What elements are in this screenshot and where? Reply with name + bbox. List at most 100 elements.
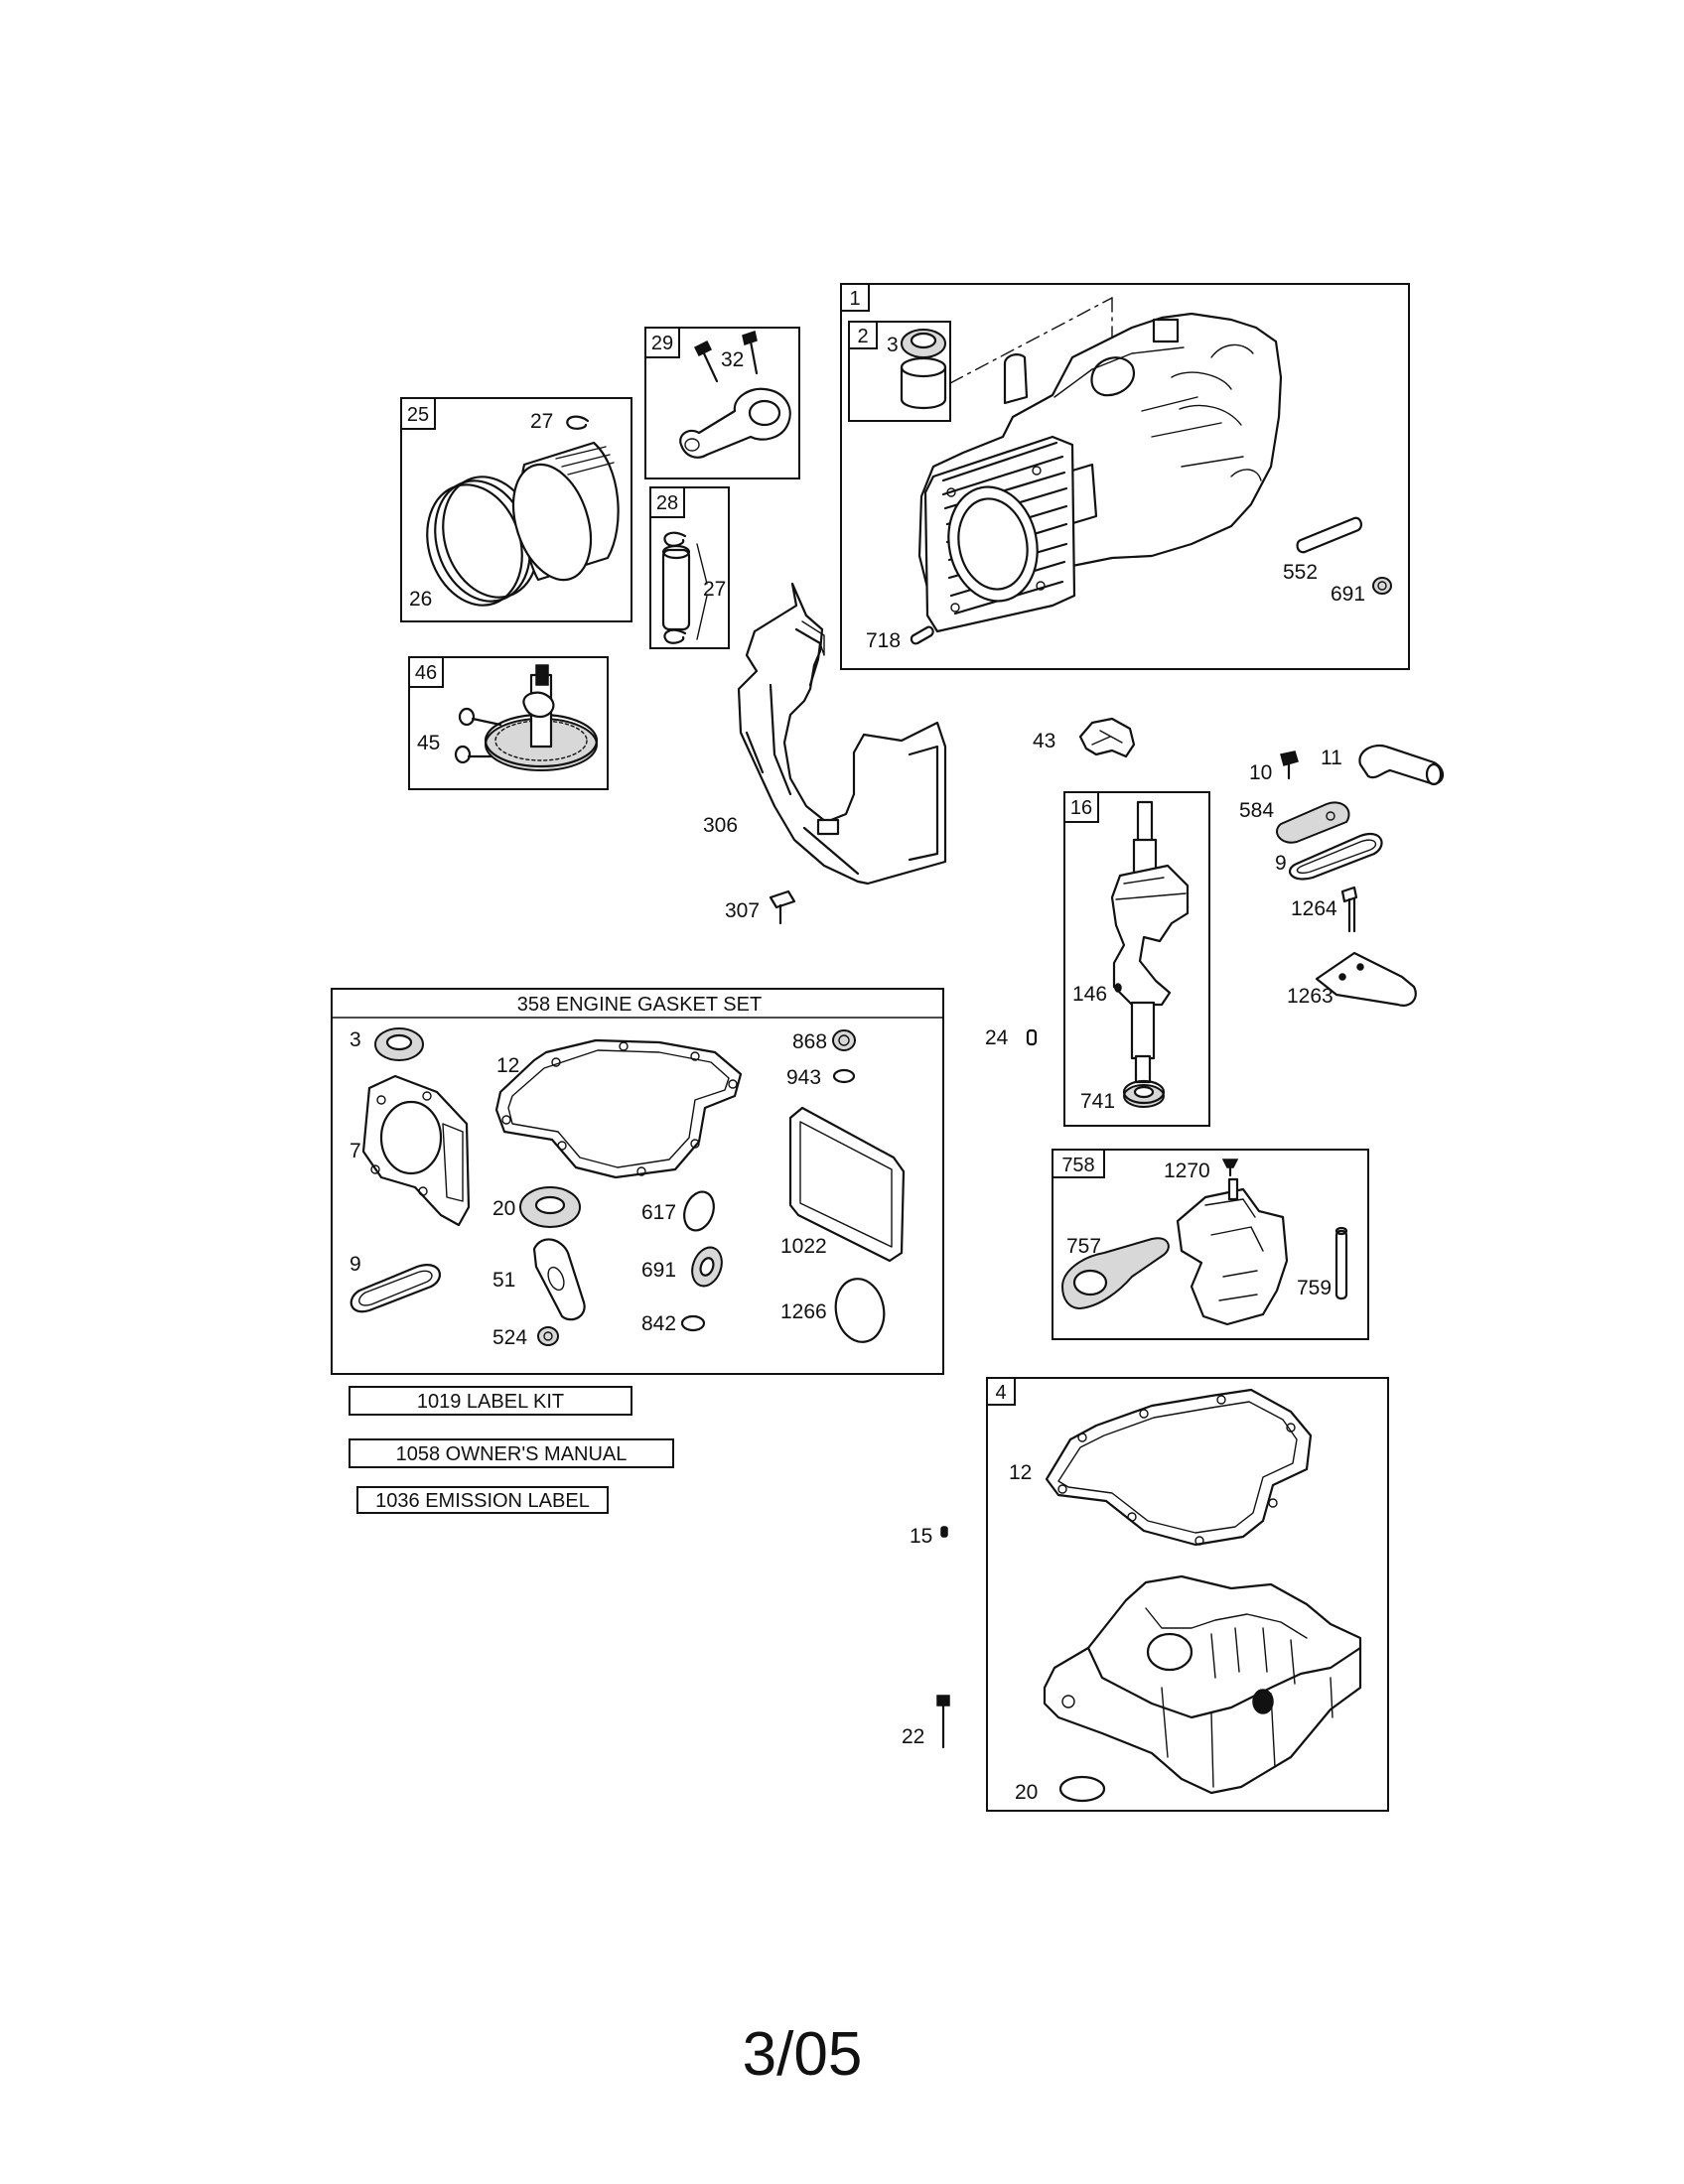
- gasket-label-3: 3: [350, 1028, 361, 1051]
- label-12-b: 12: [1009, 1461, 1032, 1484]
- label-15: 15: [910, 1525, 932, 1548]
- part-43-governor-link: [1078, 717, 1136, 758]
- label-43: 43: [1033, 730, 1055, 752]
- label-32: 32: [721, 348, 744, 371]
- box-29-connecting-rod: 29 32: [644, 327, 800, 479]
- gasket-label-524: 524: [492, 1326, 527, 1349]
- box-4-sump: 4 12 20: [986, 1377, 1389, 1812]
- gasket-label-7: 7: [350, 1140, 361, 1162]
- gasket-label-842: 842: [641, 1312, 676, 1335]
- label-757: 757: [1066, 1235, 1101, 1258]
- camshaft-gear: [484, 664, 599, 771]
- item-owners-manual: 1058 OWNER'S MANUAL: [349, 1438, 674, 1468]
- gasket-label-1022: 1022: [780, 1235, 827, 1258]
- gasket-label-1266: 1266: [780, 1300, 827, 1323]
- part-146-key: [1114, 983, 1122, 993]
- gasket-label-12: 12: [496, 1054, 519, 1077]
- gasket-part-943-oring: [832, 1068, 856, 1084]
- box-25-tag: 25: [407, 404, 429, 426]
- part-306-air-guide: [737, 582, 947, 886]
- box-29-tag: 29: [651, 333, 673, 354]
- label-552: 552: [1283, 561, 1318, 584]
- gasket-part-12-crankcase: [494, 1038, 743, 1179]
- box-16-tag: 16: [1070, 797, 1092, 819]
- gasket-part-842-oring: [680, 1314, 706, 1332]
- part-10-bolt: [1280, 751, 1299, 780]
- box-28-tag: 28: [656, 492, 678, 514]
- connecting-rod: [679, 387, 791, 459]
- gasket-set-title: 358 ENGINE GASKET SET: [517, 994, 762, 1016]
- gasket-part-51-intake: [532, 1238, 586, 1321]
- part-22-bolt: [936, 1695, 950, 1749]
- part-757-bracket: [1061, 1237, 1170, 1309]
- part-24-dowel: [1026, 1028, 1038, 1046]
- crankshaft: [1110, 800, 1190, 1084]
- label-1264: 1264: [1291, 897, 1337, 920]
- piston-pin: [661, 544, 691, 631]
- label-584: 584: [1239, 799, 1274, 822]
- label-27-a: 27: [530, 410, 553, 433]
- clip-lower: [663, 628, 687, 644]
- part-552-pin: [1296, 516, 1363, 554]
- part-1270-screw: [1221, 1159, 1239, 1177]
- item-emission-label: 1036 EMISSION LABEL: [356, 1486, 609, 1514]
- gasket-label-20: 20: [492, 1197, 515, 1220]
- retaining-clip-27: [566, 415, 590, 430]
- camshaft-bolts: [454, 707, 502, 764]
- part-1264-bolt: [1340, 886, 1358, 933]
- part-691-seal: [1372, 577, 1392, 595]
- piston: [511, 441, 620, 582]
- item-label-kit: 1019 LABEL KIT: [349, 1386, 632, 1416]
- box-46-camshaft: 46 45: [408, 656, 609, 790]
- box-25-piston: 25 27 26: [400, 397, 632, 622]
- gasket-part-524-seal: [537, 1326, 559, 1346]
- gasket-part-617-oring: [683, 1190, 715, 1232]
- box-2-bearing: 2 3: [848, 321, 951, 422]
- gasket-label-868: 868: [792, 1030, 827, 1053]
- label-11: 11: [1321, 747, 1342, 769]
- label-26: 26: [409, 588, 432, 611]
- label-45: 45: [417, 732, 440, 754]
- box-758-governor: 758 1270 757 759: [1052, 1149, 1369, 1340]
- part-584-breather-cover: [1276, 801, 1350, 844]
- label-1263: 1263: [1287, 985, 1333, 1008]
- box-4-tag: 4: [995, 1382, 1006, 1404]
- label-759: 759: [1297, 1277, 1332, 1299]
- governor-housing: [1176, 1177, 1289, 1326]
- emission-label-text: 1036 EMISSION LABEL: [375, 1490, 590, 1512]
- label-20-b: 20: [1015, 1781, 1038, 1804]
- box-1-cylinder-assembly: 1 2 3: [840, 283, 1410, 670]
- gasket-part-9-breather: [350, 1264, 441, 1313]
- gasket-label-943: 943: [786, 1066, 821, 1089]
- part-759-pin: [1334, 1226, 1348, 1300]
- label-27-b: 27: [703, 578, 726, 601]
- part-20-seal: [1058, 1775, 1106, 1803]
- part-307-screw: [769, 889, 796, 925]
- gasket-part-1266-oring: [834, 1278, 886, 1343]
- label-718: 718: [866, 629, 901, 652]
- box-46-tag: 46: [415, 662, 437, 684]
- owners-manual-text: 1058 OWNER'S MANUAL: [396, 1443, 628, 1465]
- gasket-label-691: 691: [641, 1259, 676, 1282]
- label-3: 3: [887, 334, 899, 356]
- label-1270: 1270: [1164, 1160, 1210, 1182]
- box-28-piston-pin: 28 27: [649, 486, 730, 649]
- part-9-gasket: [1289, 833, 1383, 881]
- label-306: 306: [703, 814, 738, 837]
- cylinder-fins: [923, 435, 1076, 633]
- label-691-a: 691: [1331, 583, 1365, 606]
- gasket-part-1022-cover: [788, 1106, 906, 1263]
- box-758-tag: 758: [1061, 1155, 1094, 1176]
- part-741-gear: [1122, 1079, 1166, 1108]
- part-12-gasket: [1045, 1388, 1313, 1547]
- gasket-part-7-head: [361, 1074, 471, 1227]
- sump-housing: [1043, 1574, 1362, 1795]
- box-16-crankshaft: 16 146 741: [1063, 791, 1210, 1127]
- label-kit-text: 1019 LABEL KIT: [417, 1391, 564, 1413]
- label-10: 10: [1249, 761, 1272, 784]
- gasket-label-9: 9: [350, 1253, 361, 1276]
- label-9-a: 9: [1275, 852, 1287, 875]
- gasket-part-868-seal: [832, 1029, 856, 1051]
- part-15-dowel: [940, 1526, 948, 1538]
- part-718-dowel: [910, 625, 934, 645]
